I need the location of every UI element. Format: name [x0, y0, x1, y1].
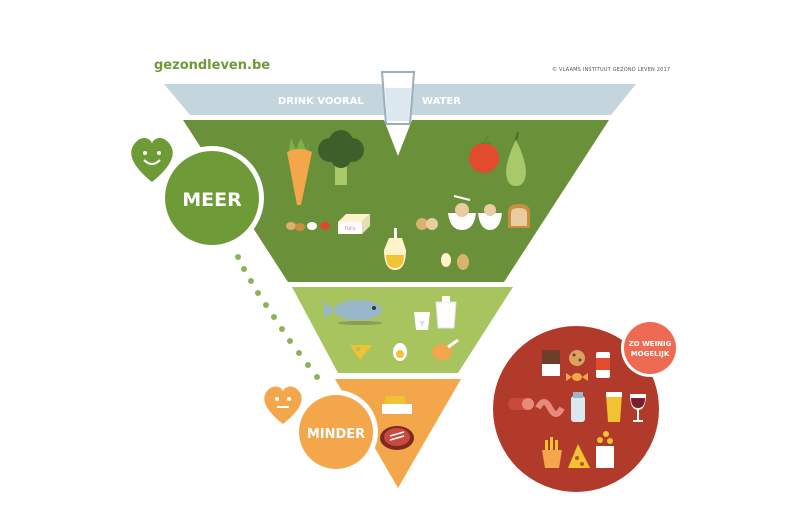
meer-label: MEER	[182, 189, 242, 211]
zo-weinig-label-1: ZO WEINIG	[629, 340, 672, 348]
egg-icon	[393, 343, 407, 361]
brand-link[interactable]: gezondleven.be	[154, 58, 271, 73]
meer-badge: MEER	[160, 146, 264, 250]
heart-smile-icon	[131, 138, 173, 182]
pizza-slice-icon	[568, 444, 590, 468]
tofu-icon: TOFU	[338, 214, 370, 234]
minder-label: MINDER	[307, 427, 365, 442]
bacon-icon	[535, 399, 565, 417]
wine-glass-icon	[630, 394, 646, 422]
nuts-icon	[416, 218, 438, 230]
butter-icon	[382, 396, 412, 414]
pasta-bowl-icon	[448, 195, 476, 230]
salt-shaker-icon	[571, 392, 585, 422]
fries-icon	[542, 437, 562, 468]
water-right-label: WATER	[422, 96, 461, 107]
grain-bowl-icon	[478, 204, 502, 230]
soda-can-icon	[596, 352, 610, 378]
yogurt-icon: Y	[414, 312, 430, 330]
chicken-leg-icon	[432, 338, 459, 360]
chocolate-icon	[542, 350, 560, 376]
beer-glass-icon	[606, 392, 622, 422]
pear-icon	[506, 131, 526, 186]
cheese-icon	[350, 345, 372, 360]
salami-icon	[508, 398, 534, 410]
zo-weinig-badge: ZO WEINIG MOGELIJK	[621, 319, 679, 377]
milk-glass-icon	[435, 296, 457, 329]
broccoli-icon	[318, 130, 364, 185]
svg-text:Y: Y	[419, 320, 425, 328]
dotted-connector	[235, 254, 320, 380]
chips-icon	[596, 431, 614, 468]
oil-bottle-icon	[384, 228, 406, 270]
carrot-icon	[287, 138, 312, 205]
water-glass-icon	[380, 71, 416, 125]
beans-icon	[286, 222, 330, 231]
zo-weinig-mogelijk-circle	[493, 326, 659, 492]
green-eggs-icon	[441, 253, 469, 270]
tofu-label: TOFU	[344, 226, 356, 231]
steak-icon	[380, 426, 414, 450]
candy-icon	[566, 373, 588, 381]
copyright-text: © VLAAMS INSTITUUT GEZOND LEVEN 2017	[552, 67, 671, 73]
bread-icon	[508, 204, 530, 228]
zo-weinig-label-2: MOGELIJK	[631, 350, 670, 358]
tomato-icon	[469, 135, 499, 173]
water-left-label: DRINK VOORAL	[278, 96, 364, 107]
cookie-icon	[569, 350, 585, 366]
heart-neutral-icon	[264, 386, 302, 424]
minder-badge: MINDER	[294, 390, 378, 474]
fish-icon	[324, 300, 382, 325]
